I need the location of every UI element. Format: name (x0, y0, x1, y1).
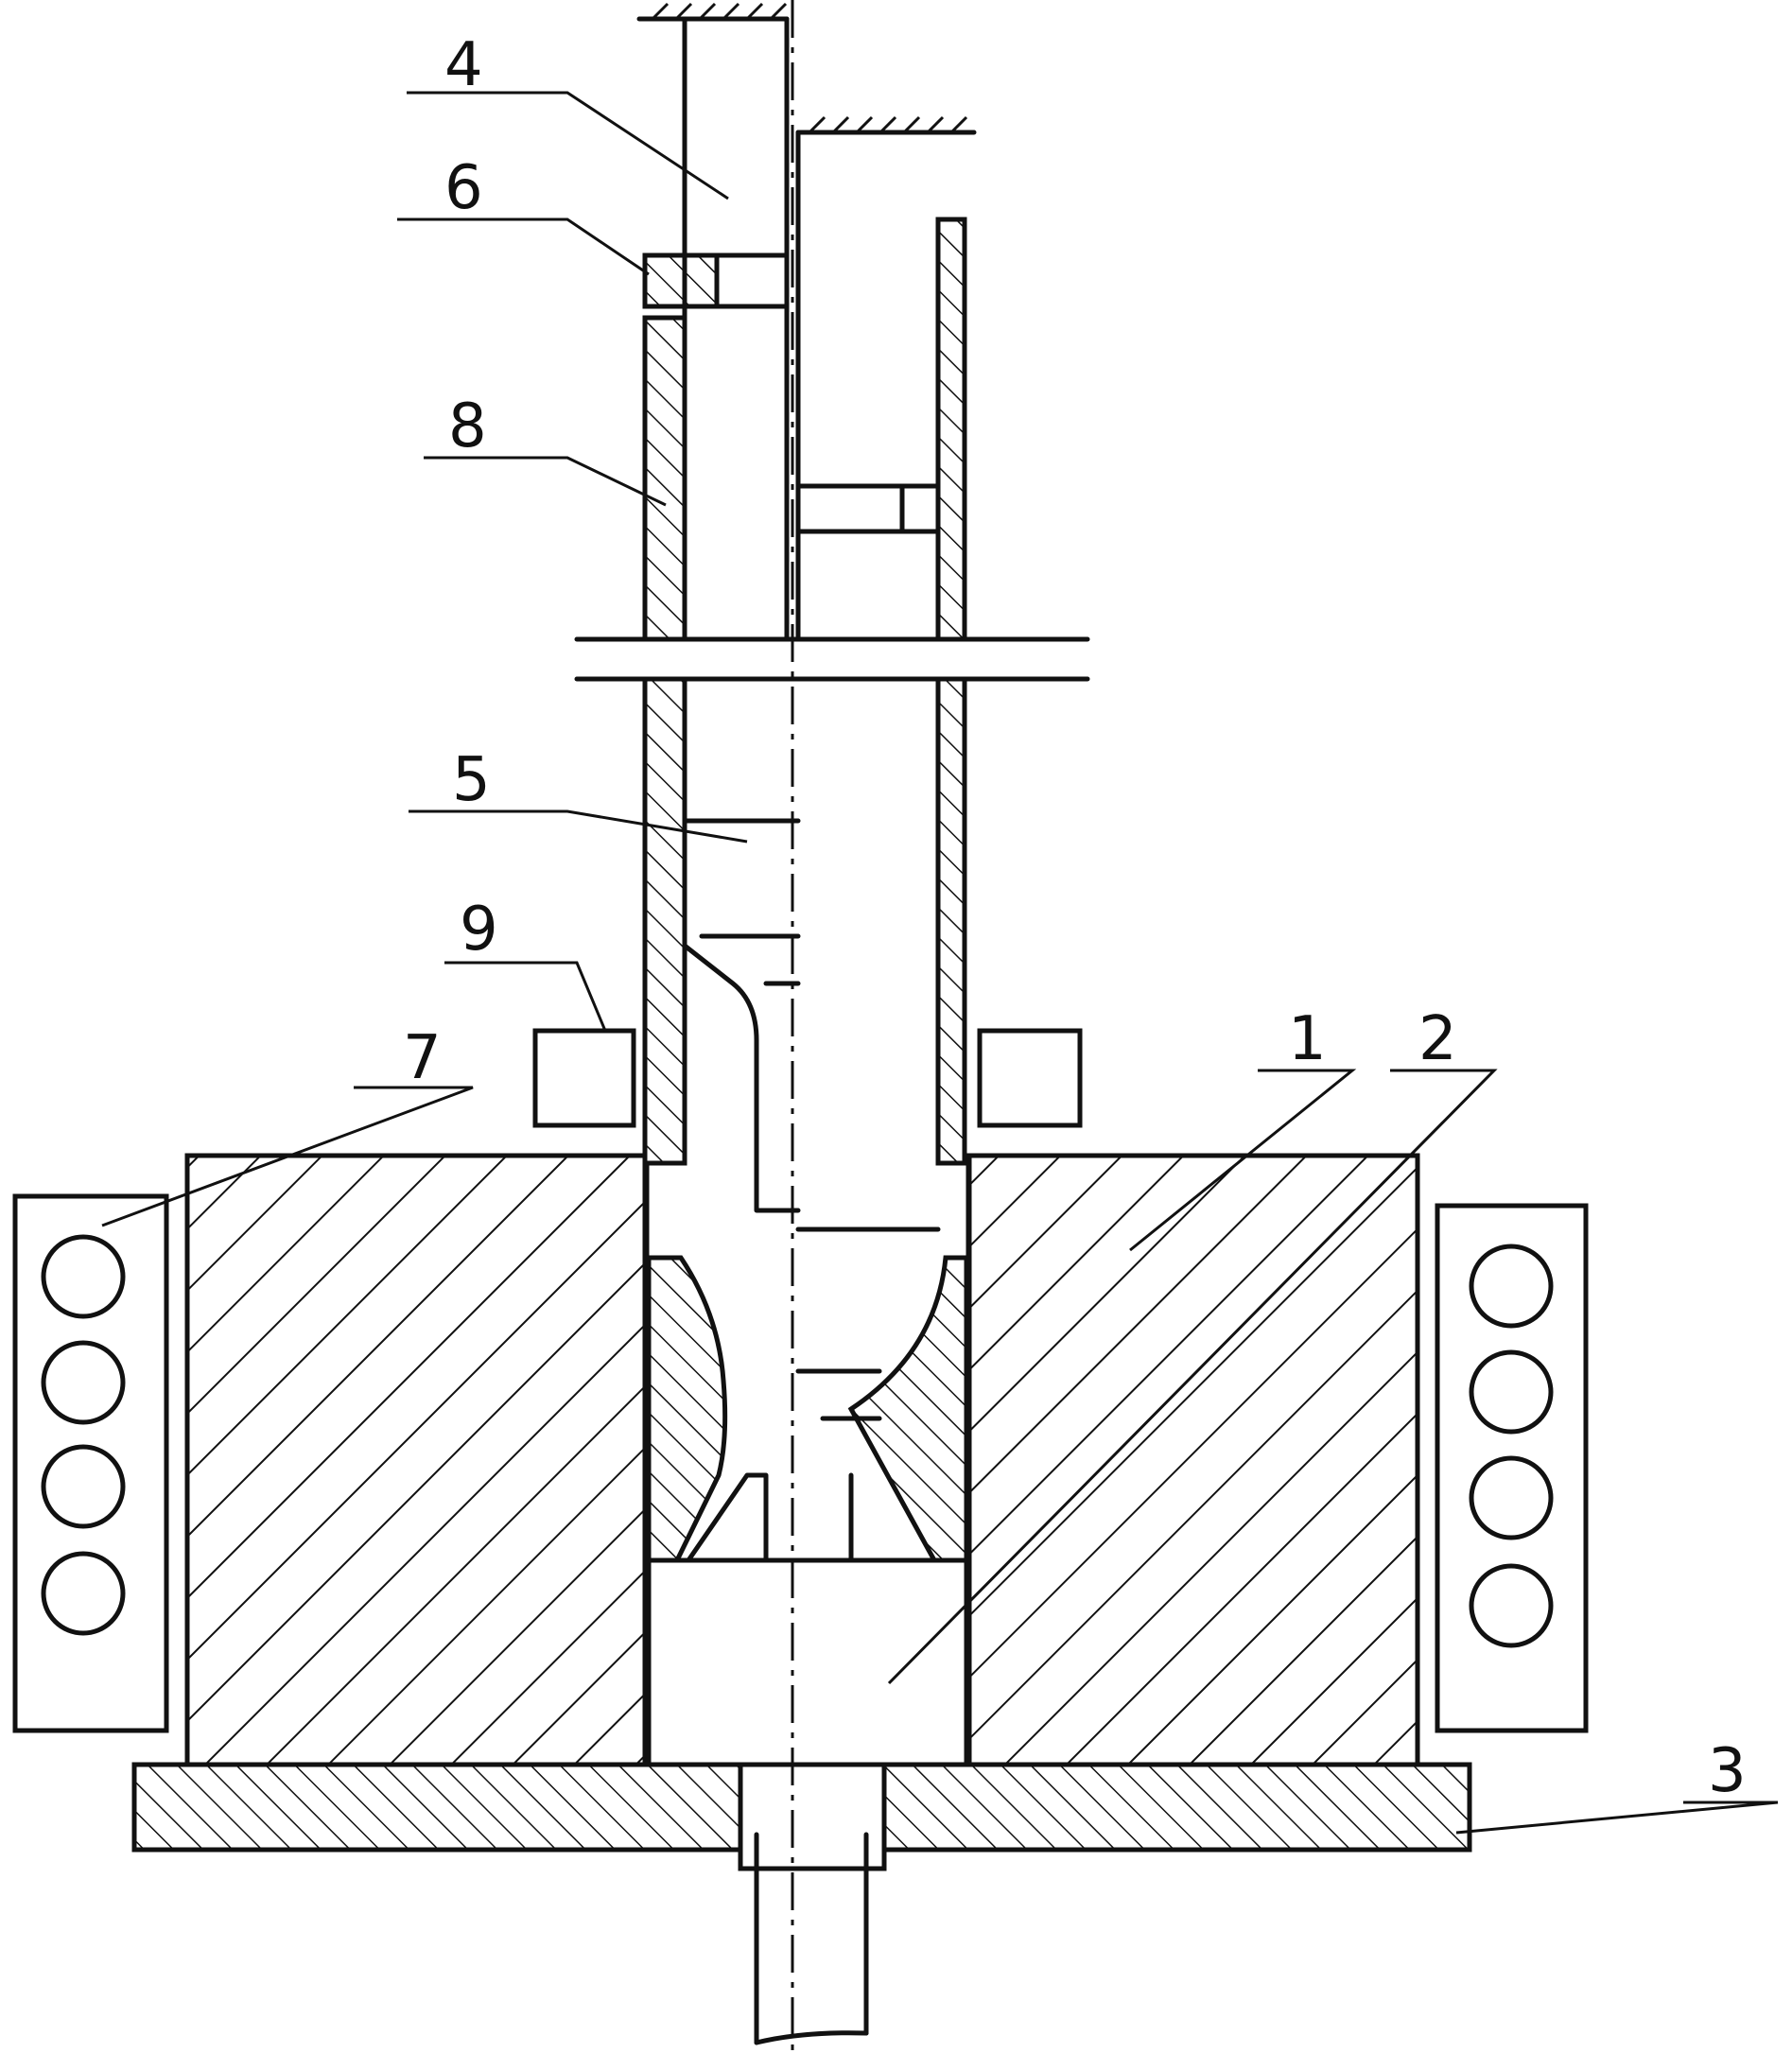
punch (639, 4, 974, 639)
label-7: 7 (403, 1023, 442, 1093)
label-3: 3 (1708, 1736, 1747, 1806)
heating-coil-right (1437, 1206, 1586, 1731)
label-9: 9 (460, 895, 498, 965)
clamp-blocks (535, 1031, 1080, 1125)
die-block-left (187, 1156, 645, 1765)
label-5: 5 (452, 745, 491, 815)
die-block-right (969, 1156, 1418, 1765)
label-2: 2 (1418, 1004, 1457, 1074)
heating-coil-left (15, 1196, 166, 1731)
base-plate (134, 1765, 1470, 1869)
label-8: 8 (448, 391, 487, 461)
label-1: 1 (1288, 1004, 1327, 1074)
ring (645, 255, 787, 306)
container-tube (577, 219, 1087, 1163)
label-4: 4 (444, 30, 483, 100)
label-6: 6 (444, 153, 483, 223)
